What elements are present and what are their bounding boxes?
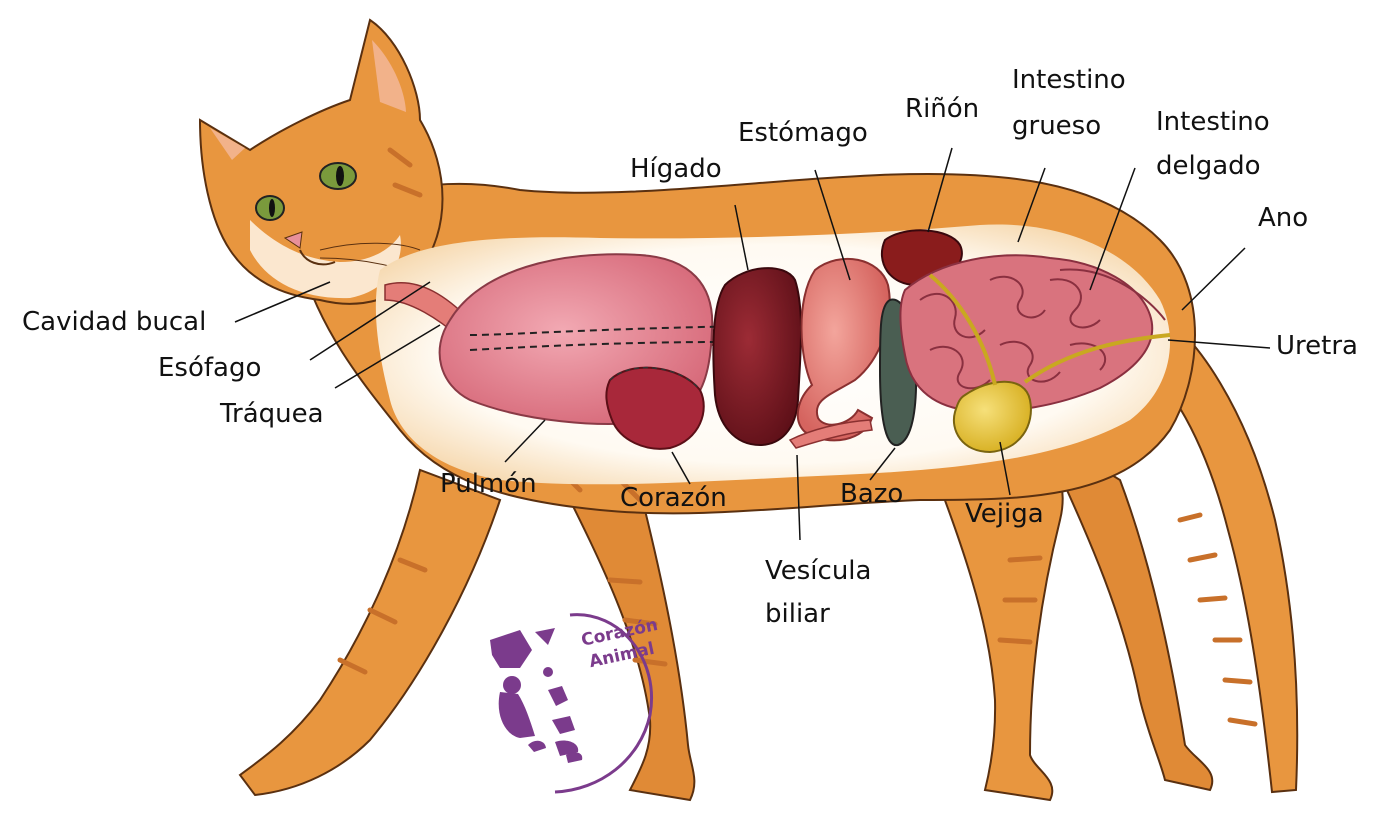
back-leg-far: [1037, 427, 1214, 792]
intestine-folds: [919, 268, 1166, 390]
liver: [712, 267, 802, 447]
label-intestino-grueso-line2: grueso: [1012, 111, 1102, 141]
label-estomago: Estómago: [738, 118, 868, 148]
logo-mark: [490, 613, 653, 794]
label-corazon: Corazón: [620, 483, 727, 513]
label-bazo: Bazo: [840, 479, 904, 509]
back-leg-near: [928, 418, 1064, 802]
nose: [283, 231, 303, 249]
bladder: [952, 380, 1032, 454]
fur-stripes: [337, 147, 1258, 727]
muzzle: [250, 220, 401, 299]
heart: [605, 366, 705, 450]
label-vejiga: Vejiga: [965, 499, 1044, 529]
label-traquea: Tráquea: [220, 399, 324, 429]
urethra: [1023, 333, 1171, 384]
front-leg-far: [558, 478, 696, 802]
label-intestino-delgado-line1: Intestino: [1156, 107, 1270, 137]
front-leg-near: [238, 468, 502, 797]
ureter: [928, 273, 997, 386]
ear-left-inner: [210, 128, 245, 160]
label-rinon: Riñón: [905, 94, 980, 124]
label-vesicula-line2: biliar: [765, 599, 830, 629]
label-ano: Ano: [1258, 203, 1309, 233]
label-intestino-grueso-line1: Intestino: [1012, 65, 1126, 95]
label-esofago: Esófago: [158, 353, 262, 383]
pointer-lines: [234, 147, 1271, 541]
gallbladder-duct: [788, 419, 873, 449]
label-pulmon: Pulmón: [440, 469, 537, 499]
ear-inner: [372, 40, 406, 112]
label-intestino-delgado-line2: delgado: [1156, 151, 1261, 181]
label-higado: Hígado: [630, 154, 722, 184]
intestines: [899, 254, 1154, 413]
label-cavidad-bucal: Cavidad bucal: [22, 307, 207, 337]
label-vesicula-line1: Vesícula: [765, 556, 872, 586]
label-uretra: Uretra: [1276, 331, 1358, 361]
